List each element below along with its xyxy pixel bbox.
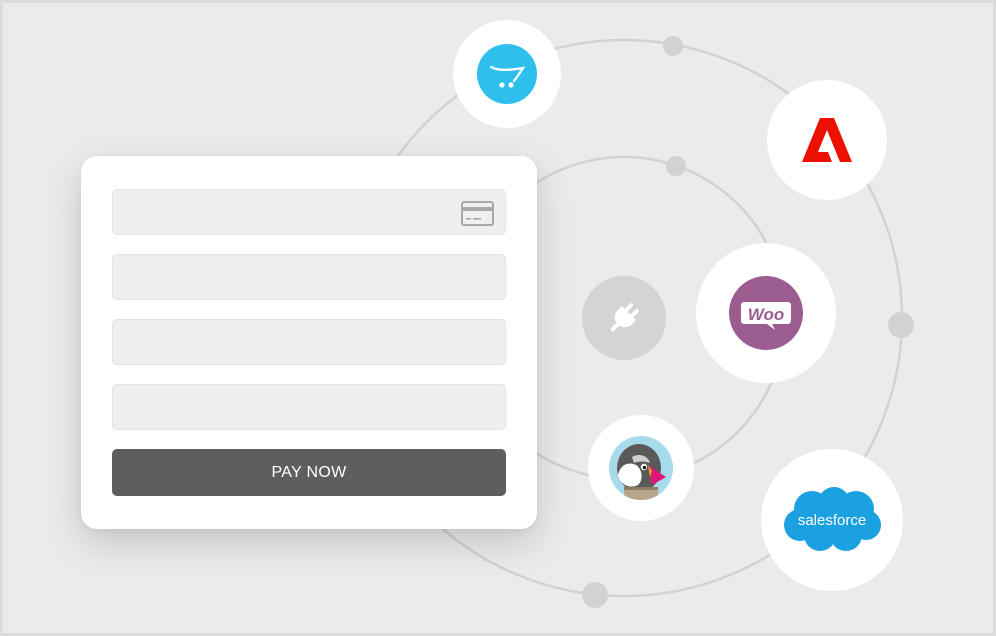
card-number-input[interactable] xyxy=(112,189,506,235)
opencart-cart-icon xyxy=(477,44,537,104)
integration-salesforce[interactable]: salesforce xyxy=(761,449,903,591)
pay-now-button[interactable]: PAY NOW xyxy=(112,449,506,496)
integration-adobe[interactable] xyxy=(767,80,887,200)
form-input-3[interactable] xyxy=(112,319,506,365)
orbit-dot-right xyxy=(888,312,914,338)
payment-form-card: PAY NOW xyxy=(81,156,537,529)
orbit-dot-bottom xyxy=(582,582,608,608)
form-input-2[interactable] xyxy=(112,254,506,300)
plug-hub xyxy=(582,276,666,360)
orbit-dot-inner xyxy=(666,156,686,176)
plug-icon xyxy=(610,303,639,332)
woo-label: Woo xyxy=(748,305,785,324)
woocommerce-logo-icon: Woo xyxy=(729,276,803,350)
credit-card-icon xyxy=(461,201,494,226)
salesforce-label: salesforce xyxy=(798,512,866,529)
integration-opencart[interactable] xyxy=(453,20,561,128)
orbit-dot-top xyxy=(663,36,683,56)
prestashop-puffin-icon xyxy=(609,436,673,500)
adobe-logo-icon xyxy=(802,118,852,162)
integration-prestashop[interactable] xyxy=(588,415,694,521)
integration-woocommerce[interactable]: Woo xyxy=(696,243,836,383)
form-input-4[interactable] xyxy=(112,384,506,430)
salesforce-cloud-icon: salesforce xyxy=(784,487,881,551)
